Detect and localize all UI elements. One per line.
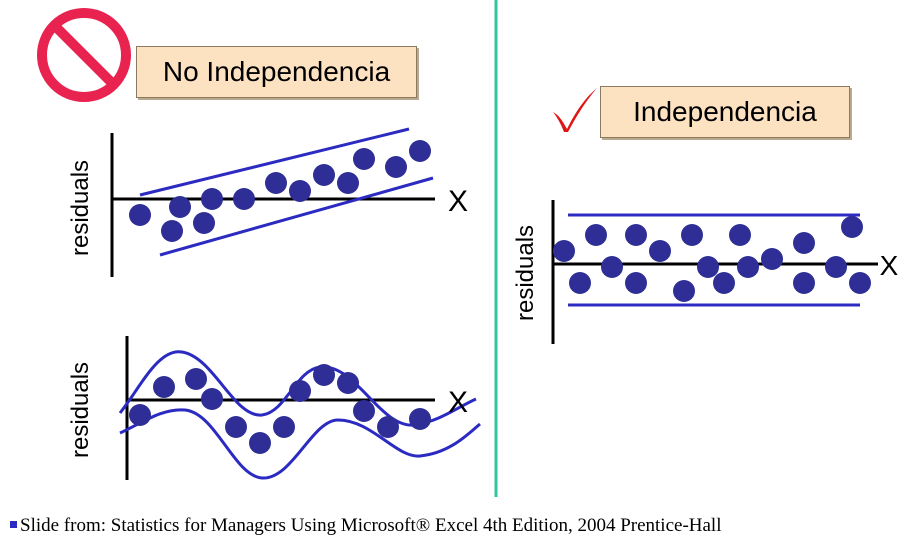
- y-axis-label: residuals: [67, 160, 94, 256]
- residual-point: [233, 188, 255, 210]
- independence-label: Independencia: [633, 96, 817, 127]
- plot-cyclical: residuals X: [67, 336, 481, 480]
- residual-point: [409, 140, 431, 162]
- residual-point: [185, 368, 207, 390]
- y-axis-label: residuals: [67, 362, 94, 458]
- residual-point: [337, 172, 359, 194]
- residual-point: [313, 364, 335, 386]
- source-footnote: Slide from: Statistics for Managers Usin…: [10, 515, 721, 537]
- x-axis-label: X: [880, 250, 899, 281]
- residual-point: [673, 280, 695, 302]
- residual-point: [265, 172, 287, 194]
- residual-point: [681, 224, 703, 246]
- residual-point: [761, 248, 783, 270]
- x-axis-label: X: [448, 386, 468, 419]
- checkmark-icon: [553, 88, 597, 132]
- residual-point: [337, 372, 359, 394]
- residual-point: [201, 388, 223, 410]
- residual-point: [129, 404, 151, 426]
- residual-point: [129, 204, 151, 226]
- footer-text: Slide from: Statistics for Managers Usin…: [20, 515, 722, 536]
- residual-point: [169, 196, 191, 218]
- residual-point: [313, 164, 335, 186]
- upper-band: [139, 127, 410, 197]
- residual-points: [129, 364, 431, 454]
- residual-point: [409, 408, 431, 430]
- residual-point: [697, 256, 719, 278]
- x-axis-label: X: [448, 185, 468, 218]
- residual-points: [553, 216, 871, 302]
- residual-point: [553, 240, 575, 262]
- residual-point: [353, 148, 375, 170]
- residual-point: [729, 224, 751, 246]
- residual-point: [385, 156, 407, 178]
- residual-point: [289, 380, 311, 402]
- residual-point: [193, 212, 215, 234]
- residual-point: [161, 220, 183, 242]
- residual-point: [289, 180, 311, 202]
- residual-point: [273, 416, 295, 438]
- bullet-icon: [10, 521, 17, 529]
- residual-point: [625, 224, 647, 246]
- residual-point: [249, 432, 271, 454]
- residual-point: [353, 400, 375, 422]
- residual-points: [129, 140, 431, 242]
- plot-trend: residuals X: [67, 127, 468, 277]
- residual-point: [793, 272, 815, 294]
- residual-point: [585, 224, 607, 246]
- residual-point: [153, 376, 175, 398]
- no-entry-icon: [37, 8, 131, 102]
- plot-random: residuals X: [512, 200, 899, 344]
- residual-point: [737, 256, 759, 278]
- residual-point: [841, 216, 863, 238]
- independence-label-box: Independencia: [600, 86, 850, 138]
- residual-point: [225, 416, 247, 438]
- residual-point: [569, 272, 591, 294]
- lower-band: [159, 176, 434, 257]
- residual-point: [625, 272, 647, 294]
- residual-point: [849, 272, 871, 294]
- residual-point: [377, 416, 399, 438]
- no-independence-label-box: No Independencia: [136, 46, 417, 98]
- residual-point: [601, 256, 623, 278]
- no-independence-label: No Independencia: [162, 56, 391, 87]
- y-axis-label: residuals: [512, 225, 539, 321]
- residual-point: [201, 188, 223, 210]
- residual-point: [713, 272, 735, 294]
- residual-point: [825, 256, 847, 278]
- residual-point: [649, 240, 671, 262]
- lower-band: [119, 408, 481, 480]
- residual-point: [793, 232, 815, 254]
